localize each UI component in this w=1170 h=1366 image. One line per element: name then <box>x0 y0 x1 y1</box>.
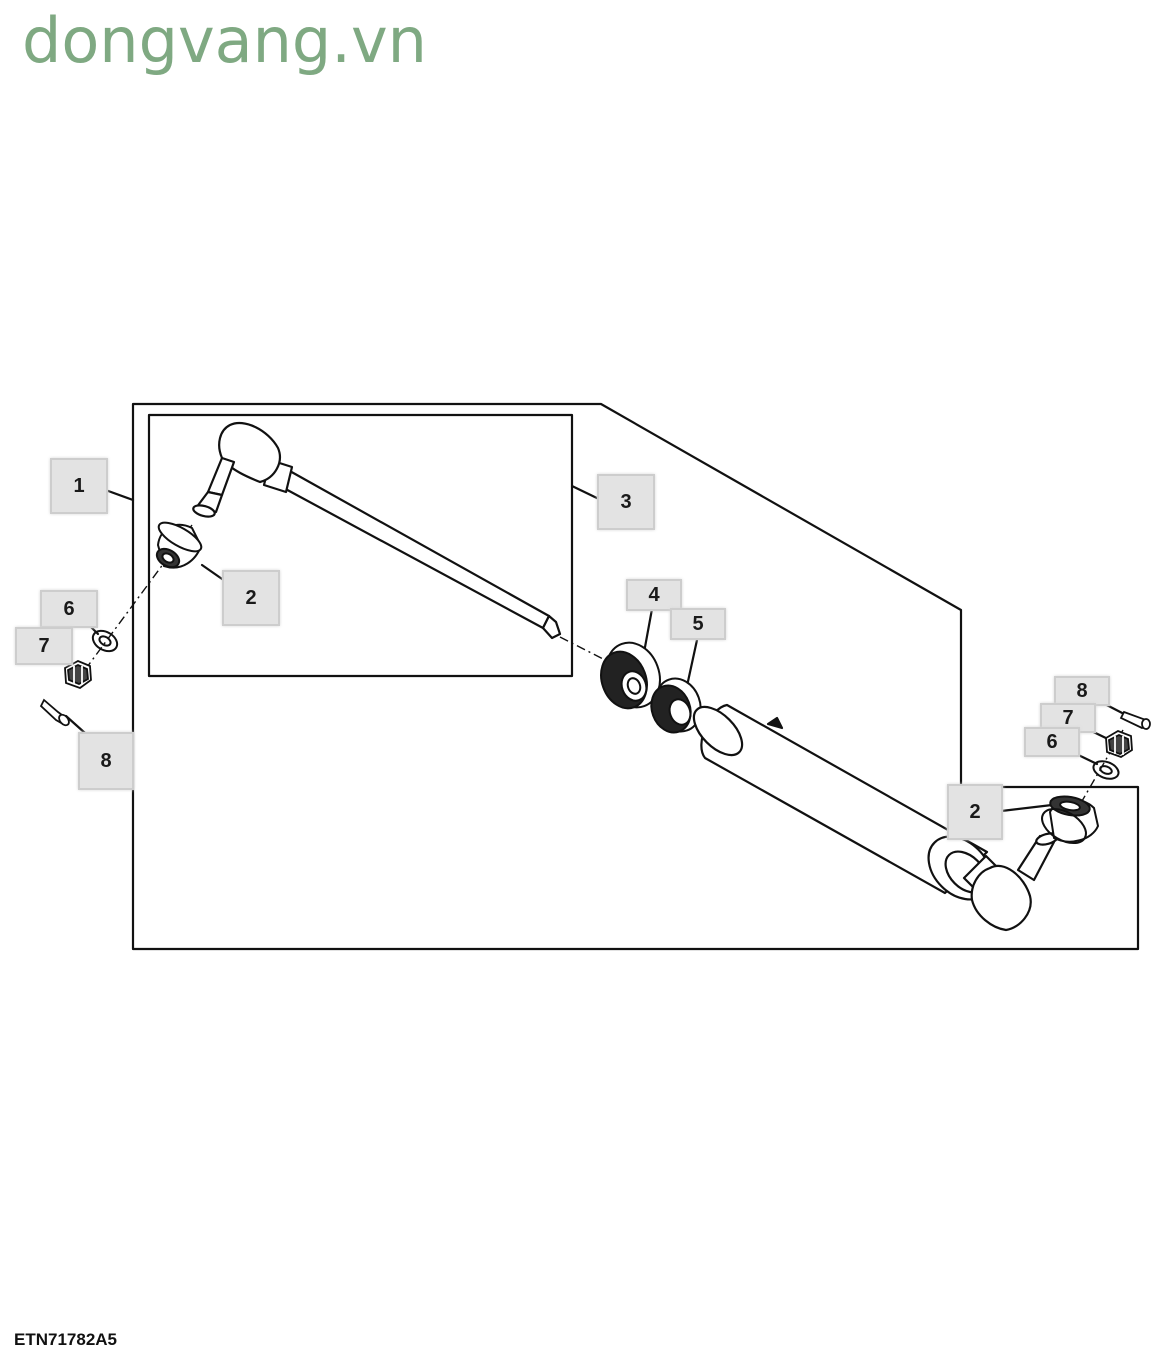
figure-id: ETN71782A5 <box>14 1330 118 1349</box>
cotter-pin-left <box>39 698 70 727</box>
callout-6-right: 6 <box>1024 727 1080 757</box>
tie-rod-end <box>192 422 562 640</box>
washer-right <box>1092 760 1120 780</box>
castle-nut-right <box>1105 730 1133 758</box>
callout-2-right: 2 <box>947 784 1003 840</box>
callout-7-left: 7 <box>15 627 73 665</box>
callout-8-left: 8 <box>78 732 134 790</box>
seal-ring-4 <box>600 641 661 710</box>
callout-3: 3 <box>597 474 655 530</box>
callout-1: 1 <box>50 458 108 514</box>
castle-nut-left <box>64 660 92 690</box>
callout-4: 4 <box>626 579 682 611</box>
assembly-boundary <box>131 402 1140 951</box>
callout-6-left: 6 <box>40 590 98 628</box>
washer-left <box>91 629 119 653</box>
callout-2-left: 2 <box>222 570 280 626</box>
cotter-pin-right <box>1119 710 1151 730</box>
leader-3 <box>570 484 603 502</box>
tie-rod-tube <box>692 703 1059 932</box>
seal-ring-5 <box>650 677 702 734</box>
subassembly-box <box>147 413 574 678</box>
callout-8-right: 8 <box>1054 676 1110 706</box>
watermark: dongvang.vn <box>22 4 427 77</box>
callout-5: 5 <box>670 608 726 640</box>
boot-seal-right <box>1041 795 1100 845</box>
leader-5 <box>685 638 699 688</box>
boot-seal-left <box>155 521 203 569</box>
